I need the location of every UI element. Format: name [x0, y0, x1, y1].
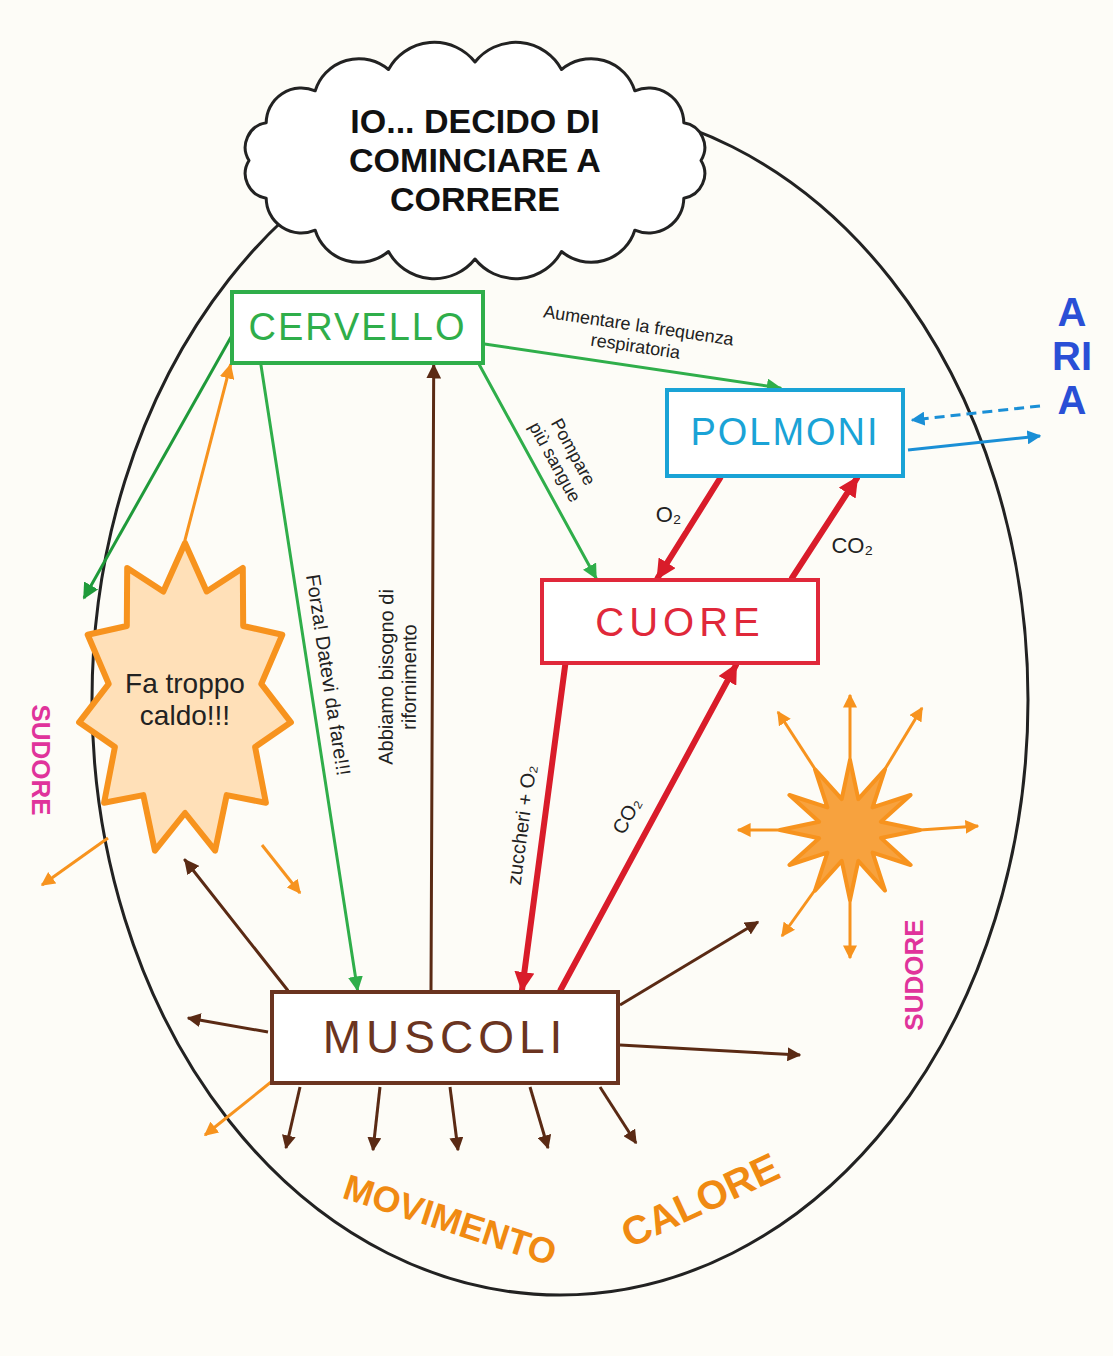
muscle-arrow — [600, 1087, 636, 1143]
muscle-arrow — [188, 1018, 268, 1032]
edge-label: O₂ — [653, 501, 685, 530]
heat-arrow — [262, 845, 300, 893]
sweat-arrow — [84, 330, 235, 598]
muscle-arrows — [188, 922, 800, 1150]
thought-cloud: IO... DECIDO DI COMINCIARE A CORRERE — [225, 38, 725, 283]
edge-label: Pompare più sangue — [520, 401, 609, 512]
heat-burst — [780, 760, 920, 900]
connector-arrow — [792, 478, 857, 578]
heat-burst: Fa troppo caldo!!! — [75, 540, 295, 860]
edge-label: Abbiamo bisogno di rifornimento — [373, 567, 424, 788]
muscle-arrow — [620, 922, 758, 1005]
edge-label: Forza! Datevi da fare!!! — [299, 569, 358, 780]
burst-outline — [79, 543, 291, 851]
connector-arrow — [561, 665, 737, 990]
node-text: POLMONI — [690, 411, 879, 455]
connector-arrow — [185, 860, 288, 990]
output-label: CALORE — [614, 1143, 787, 1256]
output-label: MOVIMENTO — [338, 1166, 561, 1274]
sweat-label: SUDORE — [900, 919, 930, 1030]
edge-label: zuccheri + O₂ — [500, 760, 543, 889]
heat-arrow — [849, 900, 852, 958]
air-label: ARIA — [1052, 290, 1092, 422]
muscle-arrow — [286, 1087, 300, 1148]
connector-arrow — [261, 365, 358, 990]
connector-arrow — [431, 365, 434, 990]
cloud-outline — [245, 42, 704, 278]
air-arrows — [908, 406, 1040, 450]
node-text: Fa troppo caldo!!! — [125, 668, 245, 732]
organ-box: MUSCOLI — [270, 990, 620, 1085]
heat-arrow — [205, 1078, 276, 1135]
muscle-arrow — [373, 1087, 380, 1150]
sweat-label: SUDORE — [25, 704, 55, 815]
node-text: CUORE — [595, 599, 764, 645]
organ-box: POLMONI — [665, 388, 905, 478]
heat-arrow — [778, 712, 815, 769]
organ-box: CUORE — [540, 578, 820, 665]
connector-arrow — [185, 365, 230, 540]
node-text: CERVELLO — [248, 306, 466, 350]
edge-label: CO₂ — [828, 531, 876, 560]
air-arrow — [912, 406, 1040, 420]
heat-arrow — [885, 708, 922, 769]
heat-arrow — [782, 890, 815, 936]
node-text: MUSCOLI — [323, 1011, 568, 1064]
heat-arrow — [849, 695, 852, 760]
edge-label: CO₂ — [605, 790, 650, 841]
organ-box: CERVELLO — [230, 290, 484, 365]
air-arrow — [908, 436, 1040, 450]
heat-arrow — [920, 826, 978, 830]
muscle-arrow — [450, 1087, 458, 1150]
heat-arrow — [738, 829, 780, 832]
heat-arrow — [42, 838, 108, 885]
node-text: IO... DECIDO DI COMINCIARE A CORRERE — [325, 102, 625, 219]
edge-label: Aumentare la frequenza respiratoria — [517, 297, 757, 377]
muscle-arrow — [530, 1087, 548, 1148]
muscle-arrow — [620, 1045, 800, 1055]
